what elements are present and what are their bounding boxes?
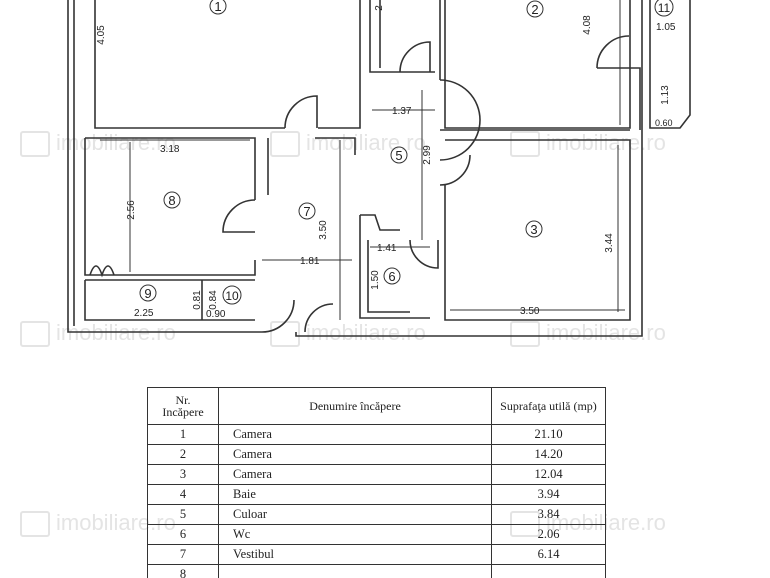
cell-area: 3.94 xyxy=(491,484,606,505)
cell-area: 12.04 xyxy=(491,464,606,485)
cell-nr: 6 xyxy=(147,524,219,545)
table-row: 8 xyxy=(147,564,606,578)
svg-text:1.13: 1.13 xyxy=(660,85,671,105)
room-2-label: 2 xyxy=(526,0,544,18)
svg-text:8: 8 xyxy=(168,193,175,208)
cell-name: Camera xyxy=(218,464,492,485)
room-area-table: Nr. Incăpere Denumire încăpere Suprafaţa… xyxy=(147,387,606,578)
cell-nr: 2 xyxy=(147,444,219,465)
watermark: imobiliare.ro xyxy=(510,320,666,348)
cell-nr: 7 xyxy=(147,544,219,565)
house-icon xyxy=(270,131,300,158)
room-7-label: 7 xyxy=(298,202,316,220)
walls xyxy=(67,0,691,337)
house-icon xyxy=(510,321,540,348)
cell-nr: 4 xyxy=(147,484,219,505)
svg-text:4.05: 4.05 xyxy=(96,25,107,45)
cell-name: Vestibul xyxy=(218,544,492,565)
cell-name: Baie xyxy=(218,484,492,505)
svg-text:9: 9 xyxy=(144,286,151,301)
svg-text:6: 6 xyxy=(388,269,395,284)
room-3-label: 3 xyxy=(525,220,543,238)
room-9-label: 9 xyxy=(139,284,157,302)
header-area: Suprafaţa utilă (mp) xyxy=(491,387,606,425)
cell-name: Culoar xyxy=(218,504,492,525)
svg-text:3.50: 3.50 xyxy=(520,306,540,317)
svg-text:0.90: 0.90 xyxy=(206,309,226,320)
svg-text:3.50: 3.50 xyxy=(318,220,329,240)
svg-text:2: 2 xyxy=(531,2,538,17)
cell-name xyxy=(218,564,492,578)
svg-text:10: 10 xyxy=(225,289,239,303)
header-name: Denumire încăpere xyxy=(218,387,492,425)
svg-text:0.81: 0.81 xyxy=(192,290,203,310)
watermark: imobiliare.ro xyxy=(510,130,666,158)
svg-text:0.60: 0.60 xyxy=(655,118,673,128)
svg-text:0.84: 0.84 xyxy=(208,290,219,310)
cell-name: Camera xyxy=(218,444,492,465)
dimension-labels: 4.05 4.08 3.18 2.56 3.50 1.81 1.37 2.99 … xyxy=(96,5,676,320)
header-nr: Nr. Incăpere xyxy=(147,387,219,425)
svg-text:4.08: 4.08 xyxy=(582,15,593,35)
room-10-label: 10 xyxy=(222,285,242,305)
svg-text:3: 3 xyxy=(530,222,537,237)
house-icon xyxy=(20,511,50,538)
svg-text:7: 7 xyxy=(303,204,310,219)
cell-nr: 5 xyxy=(147,504,219,525)
svg-text:1.37: 1.37 xyxy=(392,106,412,117)
svg-text:1.41: 1.41 xyxy=(377,243,397,254)
room-1-label: 1 xyxy=(209,0,227,15)
svg-text:2: 2 xyxy=(374,5,385,11)
cell-name: Camera xyxy=(218,424,492,445)
cell-name: Wc xyxy=(218,524,492,545)
table-header-row: Nr. Incăpere Denumire încăpere Suprafaţa… xyxy=(147,387,606,425)
svg-text:1.05: 1.05 xyxy=(656,22,676,33)
svg-text:1.81: 1.81 xyxy=(300,256,320,267)
svg-text:3.44: 3.44 xyxy=(604,233,615,253)
room-11-label: 11 xyxy=(654,0,674,17)
cell-area: 3.84 xyxy=(491,504,606,525)
house-icon xyxy=(510,131,540,158)
svg-text:5: 5 xyxy=(395,148,402,163)
cell-area: 21.10 xyxy=(491,424,606,445)
svg-text:2.56: 2.56 xyxy=(126,200,137,220)
dimension-lines xyxy=(100,0,625,320)
cell-nr: 3 xyxy=(147,464,219,485)
svg-text:1: 1 xyxy=(214,0,221,14)
room-8-label: 8 xyxy=(163,191,181,209)
svg-text:3.18: 3.18 xyxy=(160,144,180,155)
room-5-label: 5 xyxy=(390,146,408,164)
cell-area xyxy=(491,564,606,578)
floor-plan: 1 2 3 5 6 7 8 9 10 11 4.05 4.08 3.18 2.5… xyxy=(67,0,691,337)
cell-area: 14.20 xyxy=(491,444,606,465)
house-icon xyxy=(20,321,50,348)
svg-text:2.25: 2.25 xyxy=(134,308,154,319)
watermark: imobiliare.ro xyxy=(20,130,176,158)
cell-area: 6.14 xyxy=(491,544,606,565)
svg-text:2.99: 2.99 xyxy=(422,145,433,165)
cell-nr: 8 xyxy=(147,564,219,578)
room-labels: 1 2 3 5 6 7 8 9 10 11 xyxy=(139,0,674,305)
svg-text:11: 11 xyxy=(658,1,671,15)
house-icon xyxy=(20,131,50,158)
cell-area: 2.06 xyxy=(491,524,606,545)
cell-nr: 1 xyxy=(147,424,219,445)
room-6-label: 6 xyxy=(383,267,401,285)
svg-text:1.50: 1.50 xyxy=(370,270,381,290)
